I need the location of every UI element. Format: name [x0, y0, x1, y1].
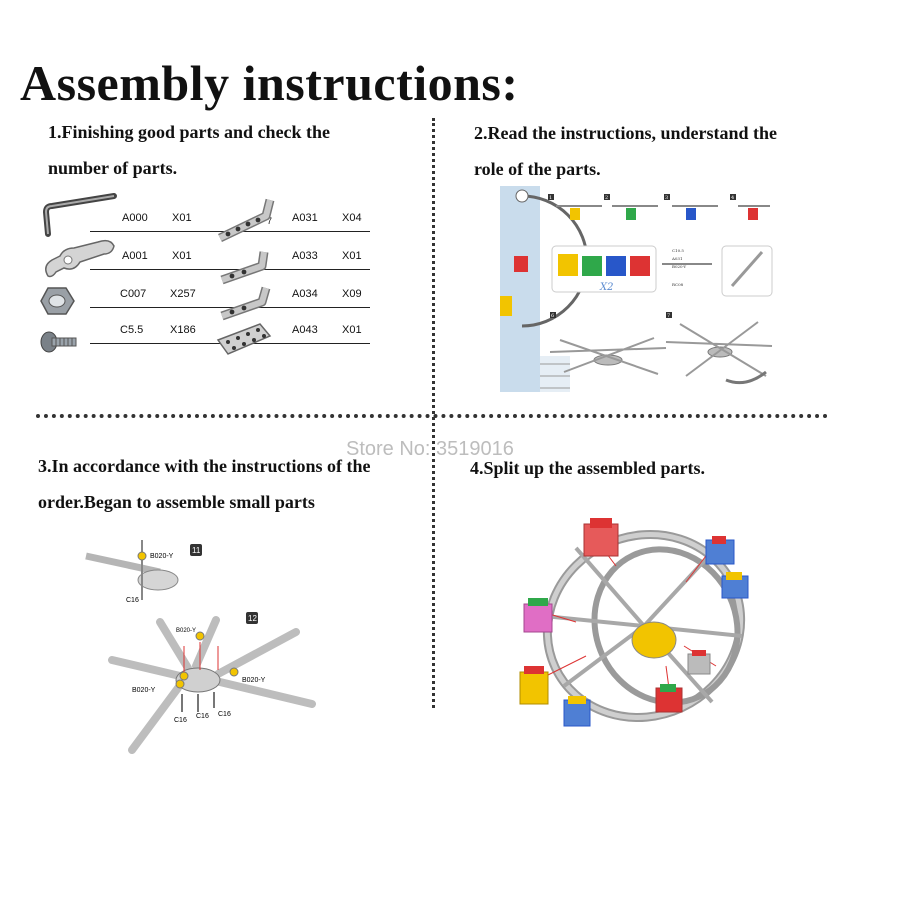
manual-step: 4 — [730, 194, 770, 220]
svg-text:C16: C16 — [218, 711, 231, 718]
instruction-manual-thumbnail: 1 2 3 4 X2 C10.5 A031 B020-Y RC08 6 7 — [500, 186, 773, 392]
vertical-divider — [432, 118, 435, 708]
gondola — [655, 684, 683, 713]
bracket-icon — [218, 198, 275, 243]
hex-nut-icon — [40, 287, 75, 315]
svg-text:C16: C16 — [126, 597, 139, 604]
svg-text:X2: X2 — [599, 282, 613, 293]
gondola — [563, 696, 591, 727]
gondola — [523, 598, 553, 633]
manual-step: 6 — [549, 312, 667, 375]
gondola — [705, 536, 735, 565]
svg-text:B020-Y: B020-Y — [242, 677, 266, 684]
svg-text:B020-Y: B020-Y — [150, 553, 174, 560]
page-title: Assembly instructions: — [20, 55, 519, 111]
bracket-icon — [220, 286, 271, 321]
store-watermark: Store No: 3519016 — [346, 438, 514, 460]
manual-step: 1 — [548, 194, 602, 220]
hub-assembly-diagram: 11 B020-Y C16 12 B020-Y B020-Y B020-Y C1… — [85, 540, 316, 754]
svg-text:B020-Y: B020-Y — [672, 264, 686, 269]
svg-text:2: 2 — [605, 195, 608, 201]
svg-text:7: 7 — [667, 313, 670, 319]
svg-text:RC08: RC08 — [672, 282, 684, 287]
svg-text:1: 1 — [549, 195, 552, 201]
flat-plate-icon — [216, 323, 272, 355]
svg-text:11: 11 — [192, 546, 201, 555]
manual-step: 2 — [604, 194, 658, 220]
screw-icon — [40, 331, 77, 353]
svg-text:3: 3 — [665, 195, 668, 201]
svg-text:C10.5: C10.5 — [672, 248, 684, 253]
svg-text:4: 4 — [731, 195, 734, 201]
gondola — [583, 518, 619, 557]
svg-text:C16: C16 — [174, 717, 187, 724]
gondola — [721, 572, 749, 599]
svg-text:B020-Y: B020-Y — [176, 628, 196, 634]
svg-text:12: 12 — [248, 614, 257, 623]
svg-text:A031: A031 — [671, 256, 683, 261]
gondola — [519, 666, 549, 705]
bracket-icon — [220, 251, 269, 285]
step-4-text: 4.Split up the assembled parts. — [470, 458, 706, 478]
step-3-text: 3.In accordance with the instructions of… — [38, 456, 371, 512]
ferris-wheel-exploded-view — [519, 518, 749, 727]
wrench-icon — [45, 239, 115, 278]
svg-text:B020-Y: B020-Y — [132, 687, 156, 694]
manual-step: 3 — [664, 194, 718, 220]
svg-text:C16: C16 — [196, 713, 209, 720]
horizontal-divider — [36, 414, 828, 418]
gondola — [687, 650, 711, 675]
allen-key-icon — [42, 193, 117, 237]
manual-step: 7 — [665, 312, 773, 385]
svg-text:6: 6 — [551, 313, 554, 319]
